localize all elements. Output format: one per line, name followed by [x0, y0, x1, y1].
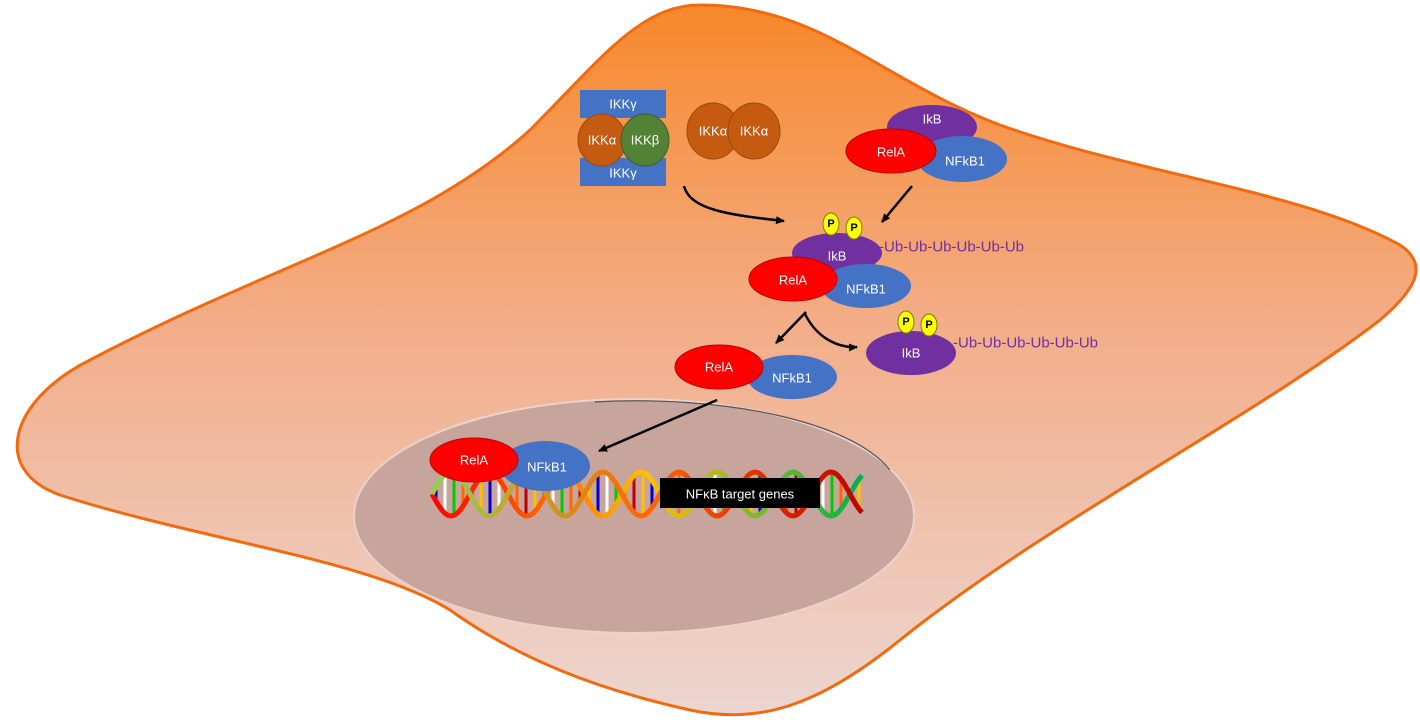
phosphate-2	[845, 216, 863, 240]
ikk-gamma-top-label: IKKγ	[609, 97, 637, 112]
dna-strand-1	[429, 469, 864, 519]
ikk-alpha-1-label: IKKα	[699, 124, 728, 139]
phosphate-3-label: P	[902, 316, 909, 328]
ikk-alpha-2	[727, 102, 781, 160]
ikb-label: IkB	[923, 112, 942, 127]
ikb-phospho-label: IkB	[828, 249, 847, 264]
ubiquitin-chain: -Ub-Ub-Ub-Ub-Ub-Ub	[879, 239, 1024, 256]
nfkb1-free-label: NFkB1	[772, 371, 812, 386]
ubiquitin-chain-released: -Ub-Ub-Ub-Ub-Ub-Ub	[953, 335, 1098, 352]
rela-phospho	[748, 256, 838, 302]
arrow-to-free-dimer	[775, 311, 807, 344]
nfkb1	[917, 136, 1007, 182]
arrow-complex-to-phosphorylation	[881, 185, 913, 223]
ikk-beta-label: IKKβ	[631, 133, 659, 148]
ikk-gamma-bottom-label: IKKγ	[609, 166, 637, 181]
rela-label: RelA	[877, 145, 906, 160]
ikk-alpha-dimer: IKKα IKKα	[686, 102, 781, 160]
ikb-released-label: IkB	[902, 346, 921, 361]
ikk-beta	[620, 113, 670, 167]
ikk-complex: IKKγ IKKγ IKKα IKKβ	[577, 90, 670, 186]
nfkb1-phospho-label: NFkB1	[846, 282, 886, 297]
ikk-alpha-label: IKKα	[588, 133, 617, 148]
rela-free-label: RelA	[705, 360, 734, 375]
rela-phospho-label: RelA	[779, 273, 808, 288]
arrow-nuclear-translocation	[598, 398, 718, 453]
nfkb1-label: NFkB1	[945, 154, 985, 169]
nfkb1-phospho	[821, 264, 911, 308]
phosphate-3	[897, 310, 915, 334]
nfkb1-nuclear-label: NFkB1	[527, 460, 567, 475]
ikk-alpha-2-label: IKKα	[740, 124, 769, 139]
inactive-nfkb-complex: IkB RelA NFkB1	[845, 105, 1007, 182]
phosphate-4-label: P	[925, 319, 932, 331]
rela-nuclear	[429, 437, 519, 483]
phosphate-1-label: P	[827, 218, 834, 230]
rela-free	[674, 344, 764, 390]
nfkb1-free	[747, 355, 837, 399]
rela-nuclear-label: RelA	[460, 453, 489, 468]
nfkb1-nuclear	[500, 441, 590, 491]
free-nfkb-dimer: RelA NFkB1	[674, 344, 837, 399]
target-genes-box	[660, 478, 820, 508]
nuclear-nfkb-dimer: RelA NFkB1	[429, 437, 590, 491]
phosphate-4	[920, 313, 938, 337]
dna-strand-2	[429, 469, 864, 519]
phosphate-2-label: P	[850, 222, 857, 234]
phosphorylated-complex: IkB RelA NFkB1 P P -Ub-Ub-Ub-Ub-Ub-Ub	[748, 212, 1024, 308]
rela	[845, 128, 937, 174]
ikk-gamma-top	[580, 90, 666, 118]
arrow-ikk-to-phosphorylation	[682, 185, 785, 225]
target-genes-label: NFκB target genes	[686, 487, 795, 502]
arrow-to-released-ikb	[803, 313, 858, 352]
ikb-released	[866, 331, 956, 375]
nuclear-envelope-edge	[594, 400, 891, 471]
released-ikb: IkB P P -Ub-Ub-Ub-Ub-Ub-Ub	[866, 310, 1098, 375]
phosphate-1	[822, 212, 840, 236]
